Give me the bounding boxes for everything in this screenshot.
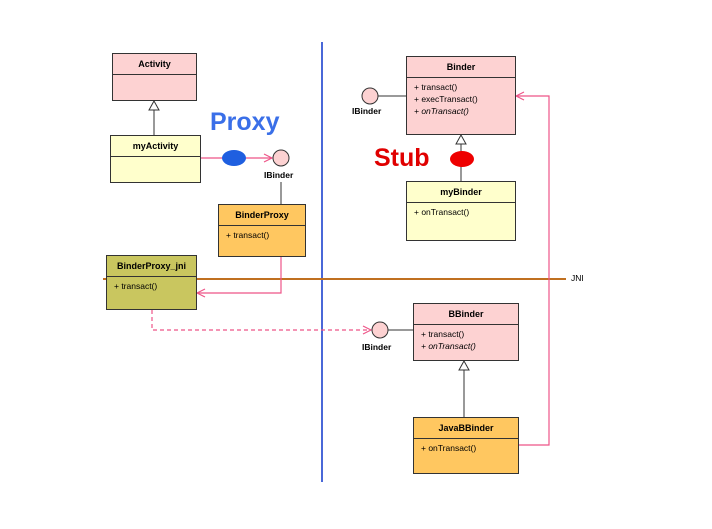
binderproxy-method-transact: + transact() bbox=[226, 230, 270, 240]
mybinder-method-ontransact: + onTransact() bbox=[414, 207, 470, 217]
stub-ellipse bbox=[450, 151, 474, 167]
class-binderproxy-jni-name: BinderProxy_jni bbox=[107, 256, 196, 277]
class-binder: Binder + transact() + execTransact() + o… bbox=[406, 56, 516, 135]
class-bbinder: BBinder + transact() + onTransact() bbox=[413, 303, 519, 361]
inherit-triangle-bbinder bbox=[458, 359, 470, 371]
binder-method-ontransact: + onTransact() bbox=[414, 106, 469, 116]
class-binder-name: Binder bbox=[407, 57, 515, 78]
ibinder-bbinder-label: IBinder bbox=[362, 342, 392, 352]
class-javabbinder-name: JavaBBinder bbox=[414, 418, 518, 439]
class-activity: Activity bbox=[112, 53, 197, 101]
ibinder-binder-label: IBinder bbox=[352, 106, 382, 116]
javabbinder-method-ontransact: + onTransact() bbox=[421, 443, 477, 453]
class-binderproxy-jni: BinderProxy_jni + transact() bbox=[106, 255, 197, 310]
class-myactivity: myActivity bbox=[110, 135, 201, 183]
class-activity-name: Activity bbox=[113, 54, 196, 75]
ibinder-binder-circle bbox=[361, 87, 379, 105]
ibinder-bbinder-circle bbox=[371, 321, 389, 339]
class-binderproxy: BinderProxy + transact() bbox=[218, 204, 306, 257]
class-mybinder-name: myBinder bbox=[407, 182, 515, 203]
class-myactivity-name: myActivity bbox=[111, 136, 200, 157]
class-mybinder: myBinder + onTransact() bbox=[406, 181, 516, 241]
javabbinder-to-binder-arrow bbox=[516, 96, 550, 446]
binderproxy-jni-method-transact: + transact() bbox=[114, 281, 158, 291]
jni-to-bbinder-dashed-arrow bbox=[151, 310, 371, 330]
proxy-ellipse bbox=[222, 150, 246, 166]
ibinder-proxy-label: IBinder bbox=[264, 170, 294, 180]
binderproxy-to-jni-arrow bbox=[197, 257, 282, 293]
stub-label: Stub bbox=[374, 144, 430, 172]
class-javabbinder: JavaBBinder + onTransact() bbox=[413, 417, 519, 474]
inherit-triangle-binder bbox=[455, 133, 467, 145]
class-binderproxy-name: BinderProxy bbox=[219, 205, 305, 226]
bbinder-method-transact: + transact() bbox=[421, 329, 465, 339]
binder-method-transact: + transact() bbox=[414, 82, 458, 92]
binder-method-exectransact: + execTransact() bbox=[414, 94, 478, 104]
bbinder-method-ontransact: + onTransact() bbox=[421, 341, 476, 351]
ibinder-proxy-circle bbox=[272, 149, 290, 167]
class-bbinder-name: BBinder bbox=[414, 304, 518, 325]
proxy-label: Proxy bbox=[210, 108, 280, 136]
inherit-triangle-activity bbox=[148, 99, 160, 111]
jni-label: JNI bbox=[571, 273, 584, 283]
